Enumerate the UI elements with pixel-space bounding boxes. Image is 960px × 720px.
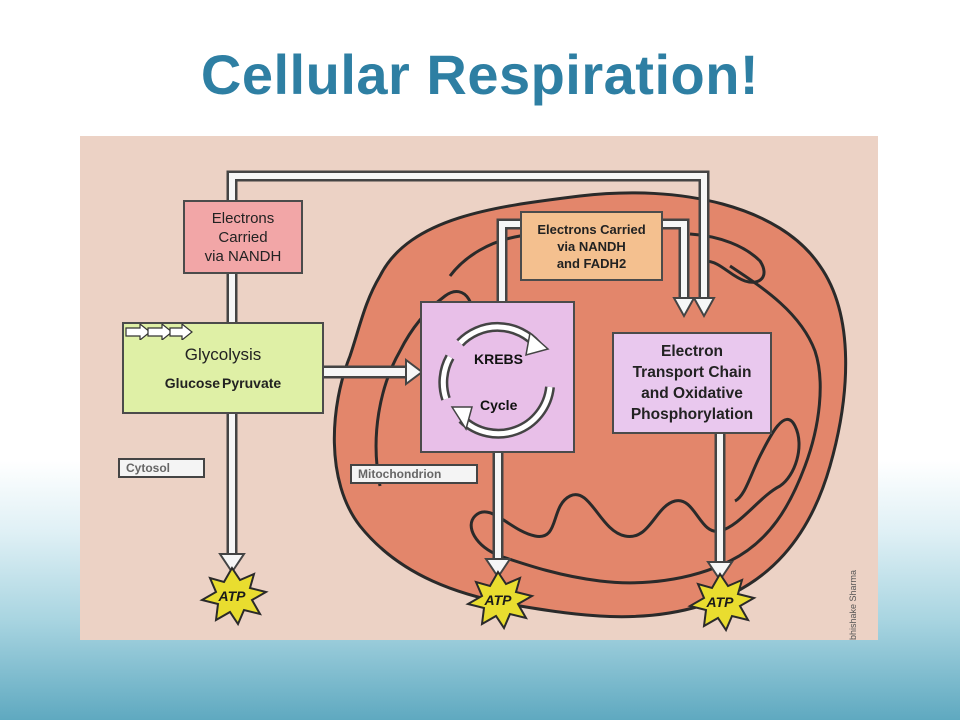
fadh-line-1: Electrons Carried bbox=[537, 221, 646, 237]
atp-1-label: ATP bbox=[218, 588, 246, 604]
atp-star-3 bbox=[687, 572, 757, 633]
atp-2: ATP bbox=[462, 572, 534, 632]
electrons-line-1: Electrons bbox=[211, 209, 275, 227]
atp-star-2 bbox=[465, 570, 535, 631]
atp-3-label: ATP bbox=[706, 594, 734, 610]
glycolysis-box: Glycolysis Glucose Pyruvate bbox=[122, 322, 324, 414]
etc-line-1: Electron bbox=[660, 343, 723, 360]
atp-2-label: ATP bbox=[484, 592, 512, 608]
krebs-top-label: KREBS bbox=[474, 351, 524, 367]
artist-credit: Abhishake Sharma bbox=[848, 569, 858, 640]
cytosol-label: Cytosol bbox=[118, 458, 205, 478]
atp-3: ATP bbox=[684, 574, 756, 634]
pyruvate-label: Pyruvate bbox=[222, 375, 282, 391]
fadh-line-3: and FADH2 bbox=[556, 255, 627, 271]
arrowhead-etc-1 bbox=[672, 297, 696, 319]
glucose-label: Glucose bbox=[164, 375, 221, 391]
krebs-cycle-arrows-icon bbox=[438, 321, 555, 439]
diagram-artwork bbox=[199, 170, 848, 633]
atp-star-1 bbox=[199, 566, 269, 627]
respiration-diagram: Electrons Carried via NANDH Electrons Ca… bbox=[80, 136, 878, 640]
etc-line-3: and Oxidative bbox=[641, 385, 743, 402]
etc-line-4: Phosphorylation bbox=[630, 406, 754, 423]
glycolysis-title: Glycolysis bbox=[184, 345, 262, 364]
electrons-nadh-box: Electrons Carried via NANDH bbox=[183, 200, 303, 274]
atp-1: ATP bbox=[196, 568, 268, 628]
mitochondrion-label: Mitochondrion bbox=[350, 464, 478, 484]
electrons-line-2: Carried bbox=[218, 228, 268, 246]
glycolysis-arrows-icon bbox=[125, 324, 193, 340]
etc-line-2: Transport Chain bbox=[632, 364, 752, 381]
slide-title: Cellular Respiration! bbox=[200, 43, 760, 106]
electrons-line-3: via NANDH bbox=[204, 247, 282, 265]
glycolysis-flow: Glucose Pyruvate bbox=[125, 324, 282, 391]
fadh-line-2: via NANDH bbox=[557, 238, 626, 254]
arrowhead-etc-2 bbox=[692, 297, 716, 319]
krebs-bottom-label: Cycle bbox=[480, 397, 518, 413]
electrons-fadh2-box: Electrons Carried via NANDH and FADH2 bbox=[520, 211, 663, 281]
krebs-cycle-box: KREBS Cycle bbox=[420, 301, 575, 453]
electron-transport-chain-box: Electron Transport Chain and Oxidative P… bbox=[612, 332, 772, 434]
